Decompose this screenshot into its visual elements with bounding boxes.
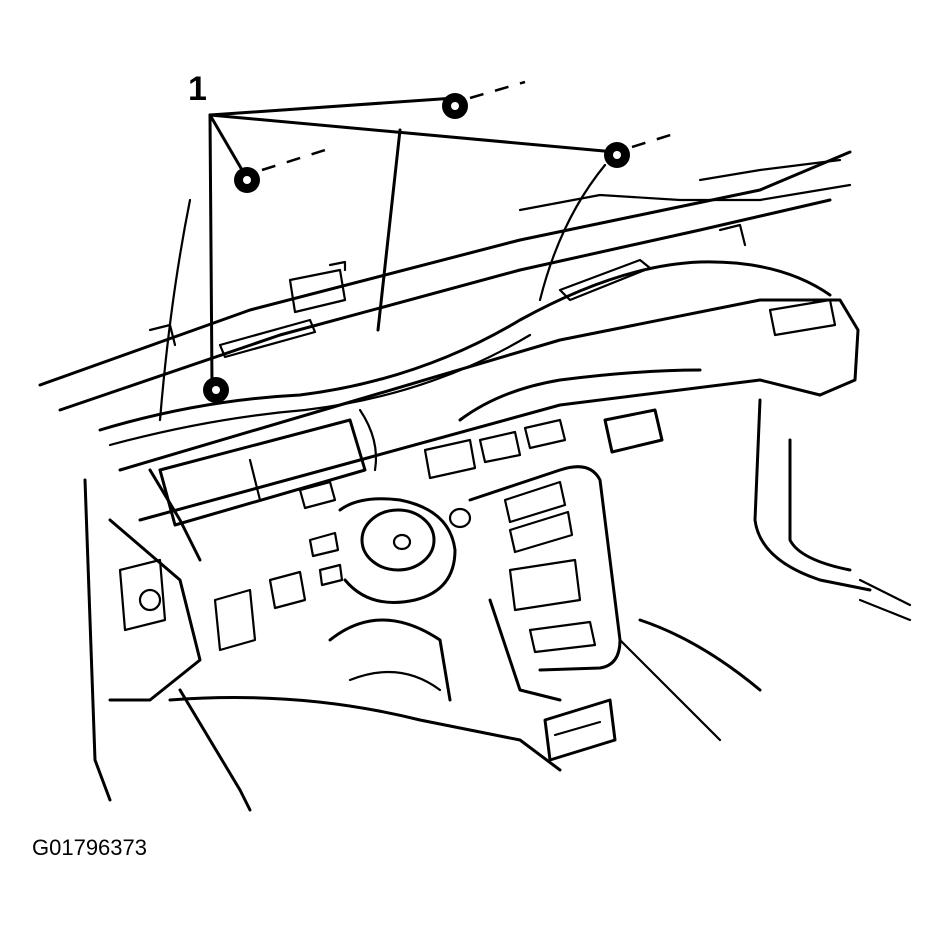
left-side-frame [83,478,344,812]
center-stack [468,465,622,702]
fastener-nut-4 [203,377,229,403]
leader-lines [208,96,617,387]
stud-axis-lines [261,80,681,172]
fastener-nut-3 [234,167,260,193]
dash-top-edge [38,150,852,412]
fastener-nut-2 [604,142,630,168]
fastener-nut-1 [442,93,468,119]
steering-hub [338,497,472,604]
callout-number: 1 [188,70,207,108]
right-side-trim [638,398,912,692]
instrument-panel-body [118,298,860,562]
instrument-cluster-area [158,408,378,527]
figure-id: G01796373 [32,835,147,860]
floor-lines [168,618,722,772]
